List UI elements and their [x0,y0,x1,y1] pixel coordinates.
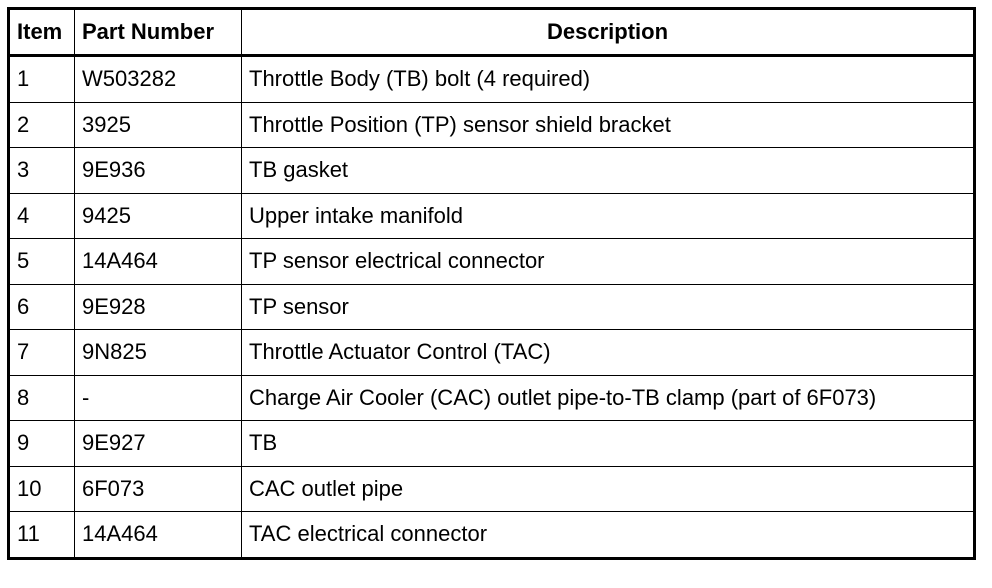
cell-item: 4 [8,192,75,239]
table-body: 1 W503282 Throttle Body (TB) bolt (4 req… [8,55,975,559]
table-row: 1 W503282 Throttle Body (TB) bolt (4 req… [8,55,975,103]
cell-item: 10 [8,465,75,512]
cell-part-number: - [74,374,242,421]
cell-item: 8 [8,374,75,421]
cell-description: TP sensor electrical connector [241,238,975,285]
cell-description: TB [241,420,975,467]
table-row: 6 9E928 TP sensor [8,283,975,330]
cell-description: TAC electrical connector [241,511,975,559]
cell-part-number: 9N825 [74,329,242,376]
cell-item: 11 [8,511,75,559]
header-description: Description [241,8,975,57]
cell-part-number: 14A464 [74,238,242,285]
cell-description: CAC outlet pipe [241,465,975,512]
cell-item: 3 [8,147,75,194]
cell-item: 1 [8,55,75,103]
cell-part-number: 9E936 [74,147,242,194]
table-header: Item Part Number Description [8,8,975,57]
table-row: 11 14A464 TAC electrical connector [8,511,975,559]
table-row: 3 9E936 TB gasket [8,147,975,194]
table-row: 4 9425 Upper intake manifold [8,192,975,239]
header-part-number: Part Number [74,8,242,57]
cell-description: Charge Air Cooler (CAC) outlet pipe-to-T… [241,374,975,421]
cell-description: TB gasket [241,147,975,194]
cell-item: 2 [8,101,75,148]
cell-description: Throttle Actuator Control (TAC) [241,329,975,376]
cell-part-number: W503282 [74,55,242,103]
cell-part-number: 14A464 [74,511,242,559]
table-row: 8 - Charge Air Cooler (CAC) outlet pipe-… [8,374,975,421]
cell-item: 7 [8,329,75,376]
parts-table: Item Part Number Description 1 W503282 T… [7,7,976,560]
cell-part-number: 3925 [74,101,242,148]
cell-description: Throttle Body (TB) bolt (4 required) [241,55,975,103]
cell-part-number: 9425 [74,192,242,239]
header-item: Item [8,8,75,57]
table-row: 5 14A464 TP sensor electrical connector [8,238,975,285]
table-row: 10 6F073 CAC outlet pipe [8,465,975,512]
table-row: 7 9N825 Throttle Actuator Control (TAC) [8,329,975,376]
cell-part-number: 6F073 [74,465,242,512]
cell-item: 6 [8,283,75,330]
header-row: Item Part Number Description [8,8,975,57]
table-row: 9 9E927 TB [8,420,975,467]
cell-description: TP sensor [241,283,975,330]
cell-item: 9 [8,420,75,467]
table-row: 2 3925 Throttle Position (TP) sensor shi… [8,101,975,148]
cell-description: Throttle Position (TP) sensor shield bra… [241,101,975,148]
cell-item: 5 [8,238,75,285]
cell-part-number: 9E927 [74,420,242,467]
cell-description: Upper intake manifold [241,192,975,239]
cell-part-number: 9E928 [74,283,242,330]
